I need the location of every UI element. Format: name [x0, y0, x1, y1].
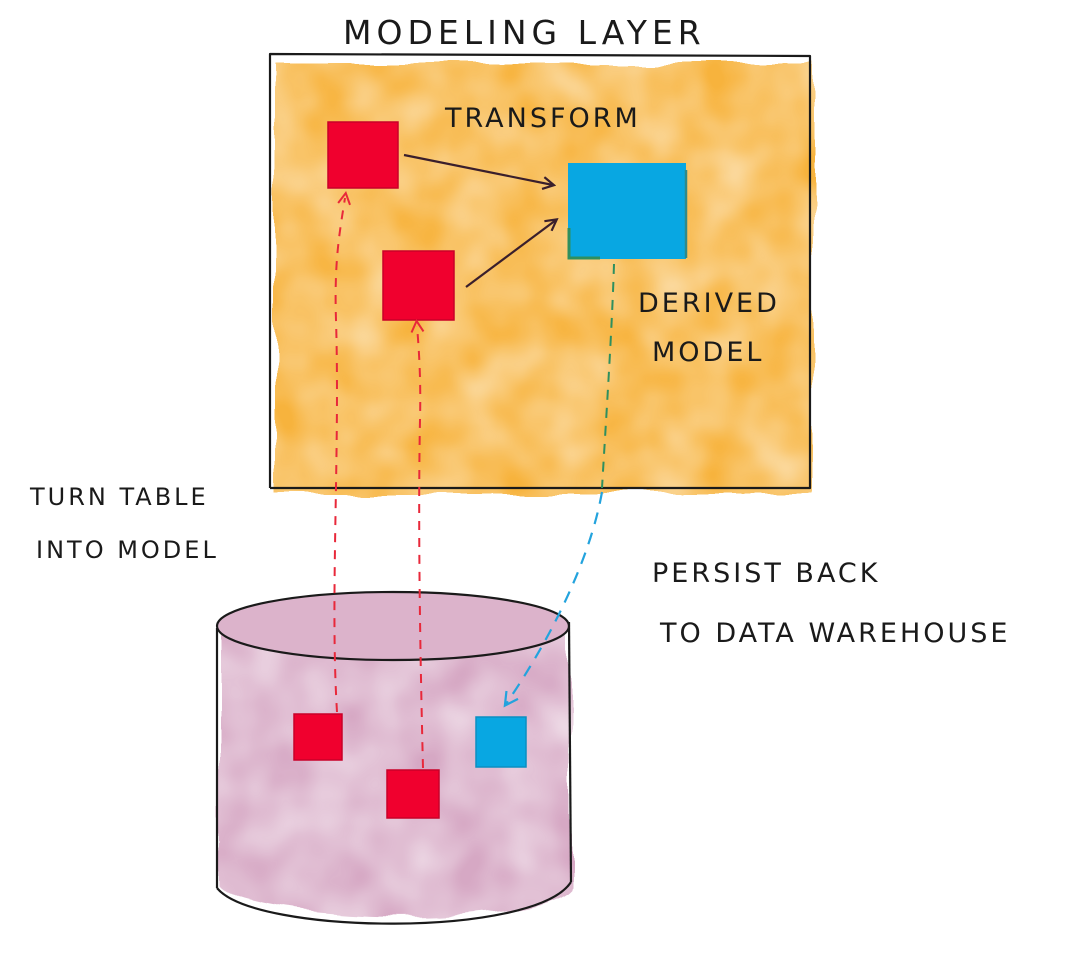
- transform-label: TRANSFORM: [444, 103, 641, 134]
- persist-arrow-green: [601, 263, 615, 489]
- derived-model-edge: [567, 228, 600, 260]
- derived-model-square: [568, 163, 686, 259]
- warehouse-right-wall: [567, 621, 573, 883]
- warehouse-top: [215, 590, 571, 662]
- warehouse-table-2: [386, 769, 440, 819]
- warehouse-table-derived: [475, 716, 527, 768]
- turn-table-label-line2: INTO MODEL: [36, 536, 219, 564]
- modeling-layer-title: MODELING LAYER: [343, 13, 706, 52]
- transform-arrow-2: [465, 220, 556, 288]
- persist-label-line1: PERSIST BACK: [652, 558, 881, 589]
- warehouse-table-1: [293, 713, 343, 761]
- warehouse-bottom: [216, 881, 572, 925]
- modeling-layer-border: [268, 52, 812, 490]
- turn-table-label-line1: TURN TABLE: [29, 483, 209, 511]
- persist-arrow-blue: [506, 491, 604, 704]
- load-arrow-1: [333, 198, 345, 713]
- derived-model-label-line2: MODEL: [652, 337, 764, 368]
- source-model-2: [382, 250, 455, 321]
- derived-model: [567, 163, 688, 260]
- persist-label-line2: TO DATA WAREHOUSE: [659, 618, 1011, 649]
- source-model-1: [327, 121, 399, 189]
- derived-model-label-line1: DERIVED: [638, 288, 780, 319]
- transform-arrow-1: [403, 153, 553, 185]
- load-arrow-2: [417, 326, 423, 769]
